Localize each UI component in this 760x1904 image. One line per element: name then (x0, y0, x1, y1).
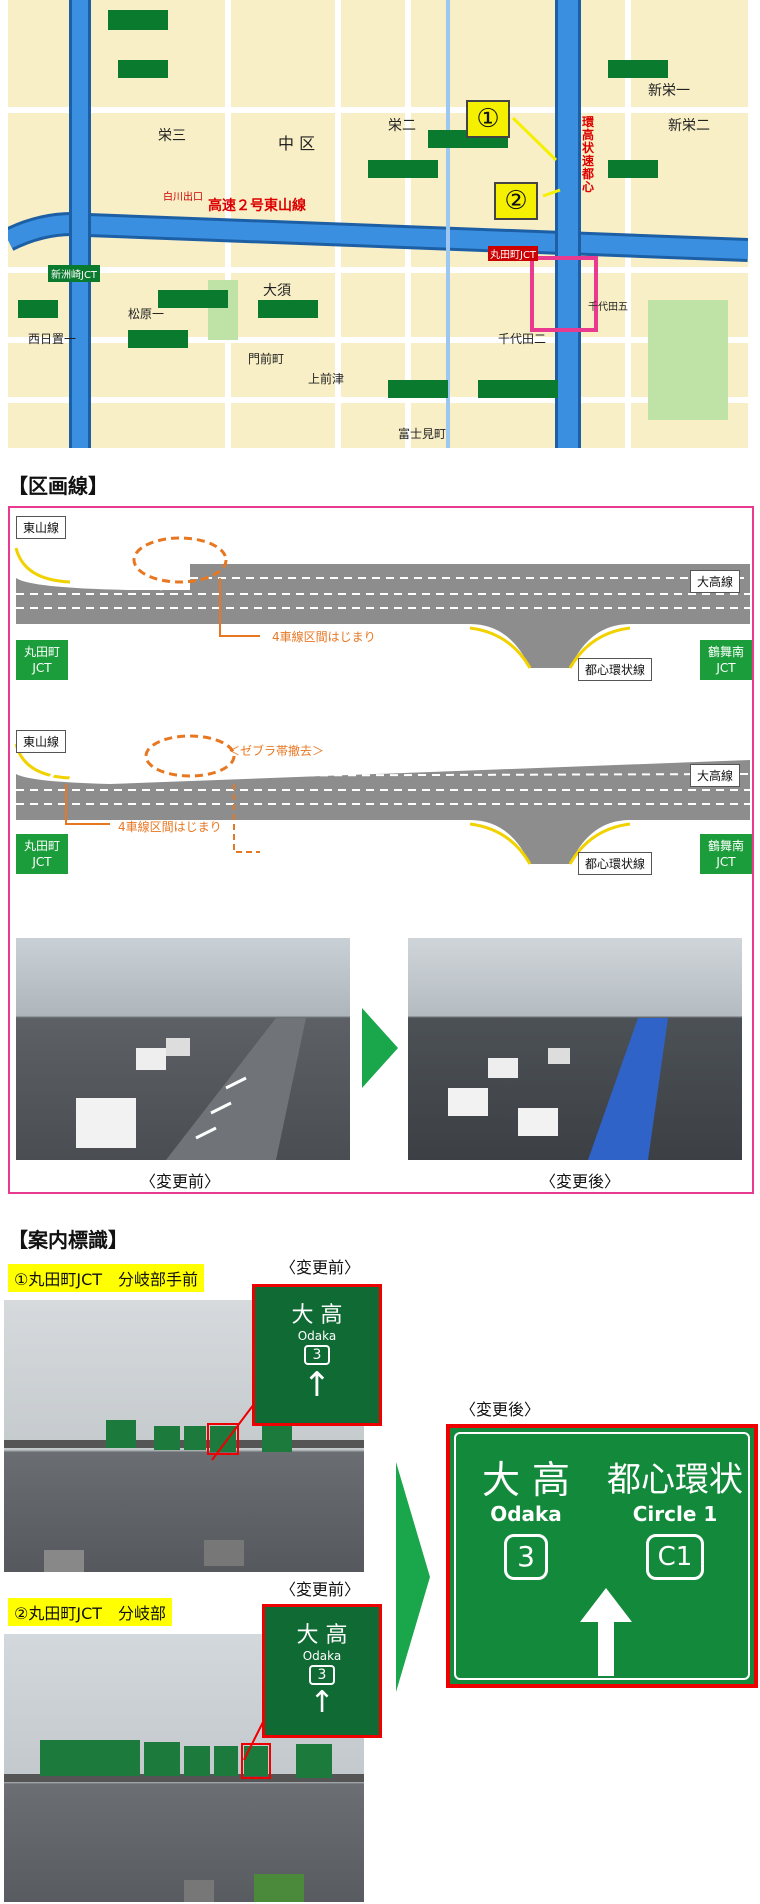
map-exit-label: 白川出口 (163, 192, 203, 203)
location-label-1: ①丸田町JCT 分岐部手前 (8, 1264, 205, 1292)
arrow-up-icon: ↑ (302, 1365, 332, 1405)
four-lane-start-note: 4車線区間はじまり (118, 820, 222, 834)
higashiyama-line-label: 東山線 (16, 516, 67, 539)
sign-right-en: Circle 1 (632, 1502, 718, 1526)
map-place: 上前津 (308, 372, 345, 386)
caption-before: 〈変更前〉 (140, 1172, 221, 1191)
marutamachi-jct-box: 丸田町 JCT (16, 640, 69, 680)
sign-right-jp: 都心環状 (607, 1460, 743, 1500)
map-place: 大須 (263, 283, 291, 299)
sign-before-2: 大 高 Odaka 3 ↑ (262, 1604, 382, 1738)
big-arrow-right-icon (396, 1462, 430, 1692)
tsuruminami-jct-box: 鶴舞南 JCT (700, 834, 753, 874)
route-number-badge: 3 (304, 1345, 330, 1365)
map-place: 新栄一 (648, 83, 690, 99)
map-place: 栄三 (158, 128, 186, 144)
map-road-label: 高速２号東山線 (208, 198, 306, 214)
zebra-removal-note: ＜ゼブラ帯撤去＞ (228, 744, 325, 758)
map-roads (8, 0, 748, 448)
tsuruminami-jct-box: 鶴舞南 JCT (700, 640, 753, 680)
map-place: 西日置一 (28, 332, 77, 346)
map-place: 富士見町 (398, 427, 447, 441)
lane-diagram-after (14, 734, 751, 865)
caption-before-2: 〈変更前〉 (280, 1580, 361, 1599)
odaka-line-label: 大高線 (690, 570, 741, 593)
area-map: ① ② 中 区 高速２号東山線 白川出口 環高状速都心 丸田町JCT 新洲崎JC… (8, 0, 748, 448)
map-marker-2: ② (494, 182, 538, 220)
caption-after: 〈変更後〉 (540, 1172, 621, 1191)
sign-left-destination: 大 高 Odaka 3 (466, 1458, 586, 1580)
route-number-badge: C1 (646, 1534, 704, 1580)
arrow-up-icon: ↑ (309, 1685, 335, 1720)
map-shinsuzaki-label: 新洲崎JCT (48, 265, 101, 282)
sign-section-heading: 【案内標識】 (8, 1228, 128, 1252)
sign-after: 大 高 Odaka 3 都心環状 Circle 1 C1 (446, 1424, 758, 1688)
map-district-label: 中 区 (278, 134, 316, 153)
caption-after-sign: 〈変更後〉 (460, 1400, 541, 1419)
marutamachi-jct-box: 丸田町 JCT (16, 834, 69, 874)
sign-destination-en: Odaka (297, 1329, 337, 1343)
four-lane-start-note: 4車線区間はじまり (272, 630, 376, 644)
photo-after (408, 938, 742, 1160)
map-jct-label: 丸田町JCT (488, 246, 539, 261)
sign-destination-jp: 大 高 (296, 1623, 348, 1648)
map-circle-label: 環高状速都心 (582, 115, 595, 194)
higashiyama-line-label: 東山線 (16, 730, 67, 753)
odaka-line-label: 大高線 (690, 764, 741, 787)
sign-left-en: Odaka (490, 1502, 562, 1526)
map-marker-1: ① (466, 100, 510, 138)
route-number-badge: 3 (504, 1534, 548, 1580)
sign-inner-border (454, 1432, 750, 1680)
arrow-right-icon (362, 1008, 398, 1088)
lane-diagram-before (14, 536, 750, 669)
caption-before-1: 〈変更前〉 (280, 1258, 361, 1277)
sign-before-1: 大 高 Odaka 3 ↑ (252, 1284, 382, 1426)
location-label-2: ②丸田町JCT 分岐部 (8, 1598, 173, 1626)
map-place: 松原一 (128, 307, 165, 321)
map-place: 門前町 (248, 352, 285, 366)
arrow-up-icon (580, 1588, 632, 1676)
photo-before (16, 938, 350, 1160)
sign-destination-en: Odaka (302, 1649, 342, 1663)
lane-section-heading: 【区画線】 (8, 474, 108, 498)
map-place: 千代田五 (588, 302, 628, 313)
sign-destination-jp: 大 高 (291, 1303, 343, 1328)
sign-right-destination: 都心環状 Circle 1 C1 (600, 1458, 750, 1580)
map-place: 新栄二 (668, 118, 710, 134)
connector-line (243, 1720, 265, 1761)
circle-line-label: 都心環状線 (578, 852, 653, 875)
map-place: 千代田二 (498, 332, 547, 346)
circle-line-label: 都心環状線 (578, 658, 653, 681)
map-place: 栄二 (388, 118, 416, 134)
lane-section-frame: 東山線 大高線 都心環状線 丸田町 JCT 鶴舞南 JCT 4車線区間はじまり … (8, 506, 754, 1194)
sign-left-jp: 大 高 (481, 1458, 571, 1502)
connector-line (211, 1404, 255, 1461)
route-number-badge: 3 (309, 1665, 335, 1685)
